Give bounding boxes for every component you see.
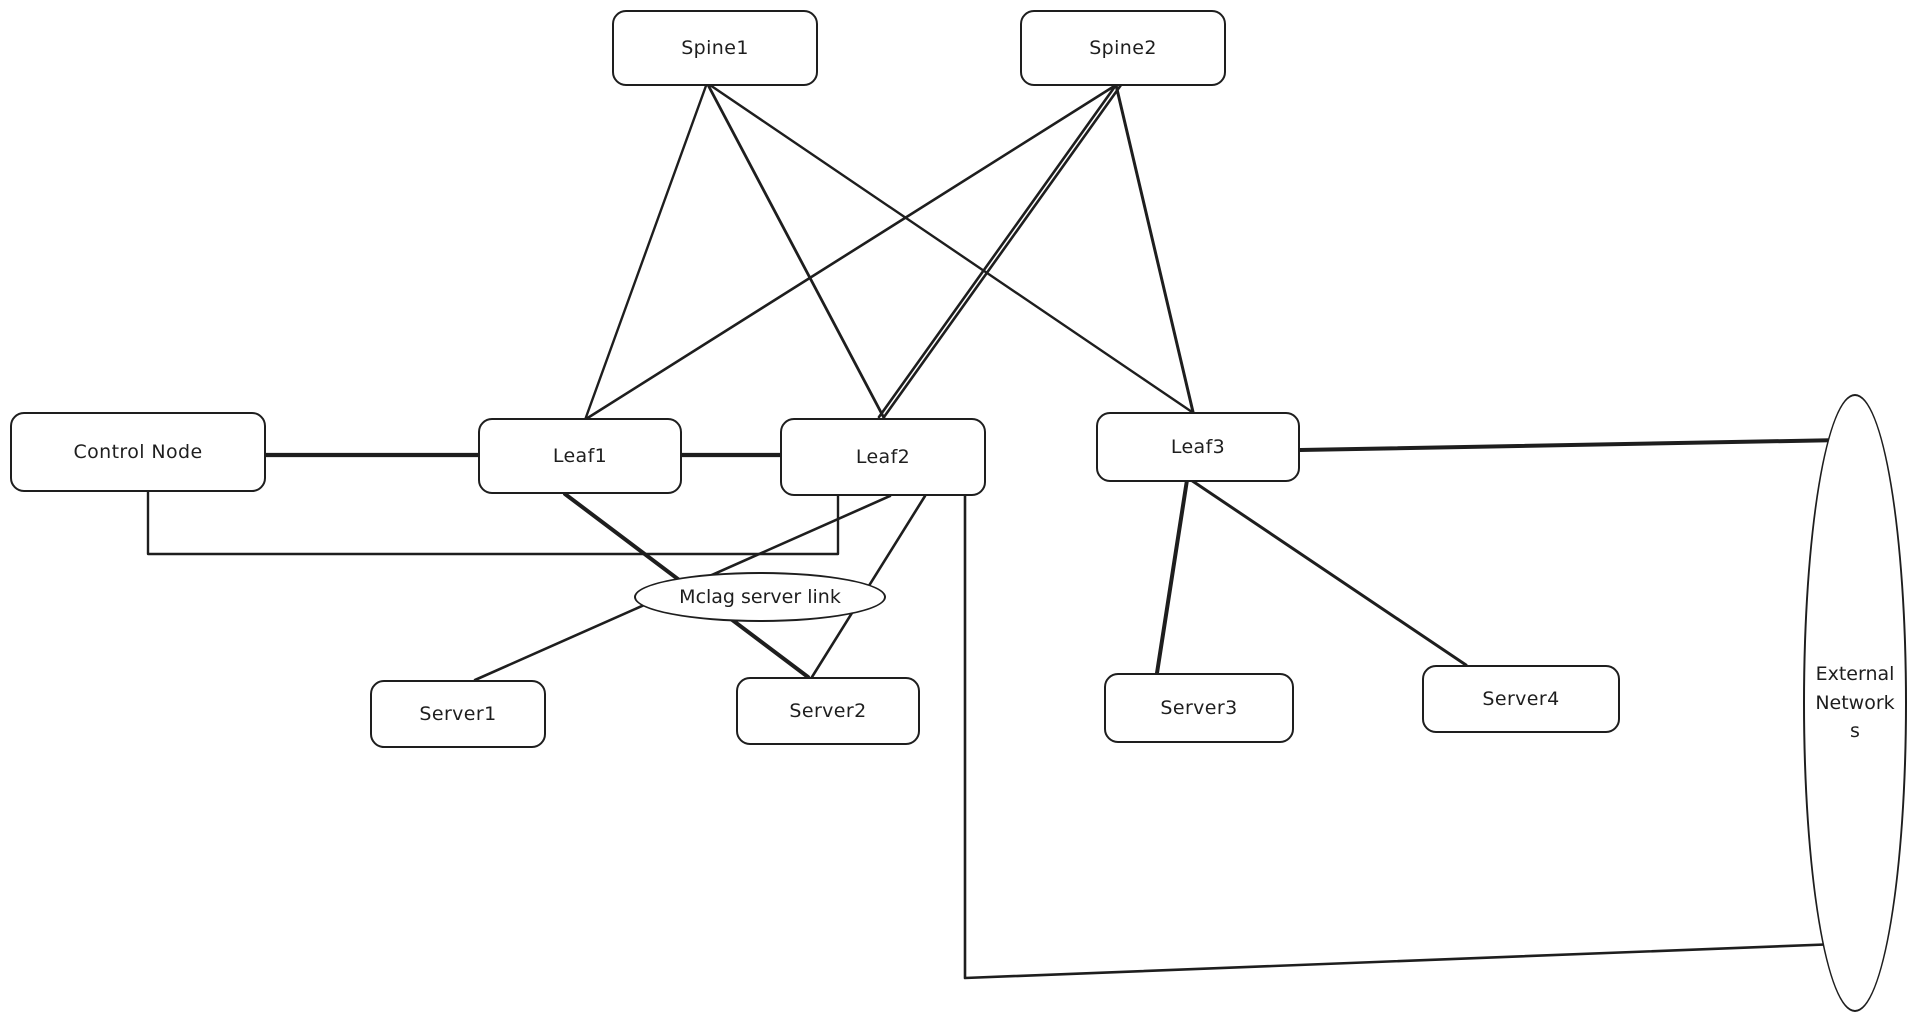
node-control-node[interactable]: Control Node xyxy=(10,412,266,492)
link-spine2-leaf2-a xyxy=(877,83,1118,419)
link-spine2-leaf1 xyxy=(584,83,1118,421)
node-server1[interactable]: Server1 xyxy=(370,680,546,748)
node-leaf3[interactable]: Leaf3 xyxy=(1096,412,1300,482)
node-external-networks[interactable]: External Networks xyxy=(1803,394,1907,1012)
link-spine2-leaf2-b xyxy=(882,83,1123,419)
node-server3[interactable]: Server3 xyxy=(1104,673,1294,743)
link-leaf3-server4 xyxy=(1186,476,1468,667)
node-leaf2[interactable]: Leaf2 xyxy=(780,418,986,496)
node-spine2[interactable]: Spine2 xyxy=(1020,10,1226,86)
node-server2-label: Server2 xyxy=(789,699,867,722)
label-mclag-server-link-text: Mclag server link xyxy=(679,586,841,608)
node-leaf1[interactable]: Leaf1 xyxy=(478,418,682,494)
node-leaf1-label: Leaf1 xyxy=(552,444,608,467)
node-external-networks-label: External Networks xyxy=(1815,663,1895,743)
link-spine2-leaf3 xyxy=(1114,83,1195,414)
link-spine1-leaf3 xyxy=(705,81,1194,414)
node-server1-label: Server1 xyxy=(419,702,497,725)
node-spine1-label: Spine1 xyxy=(681,36,749,59)
node-leaf3-label: Leaf3 xyxy=(1170,435,1226,458)
link-leaf3-external-networks xyxy=(1298,438,1845,452)
node-control-node-label: Control Node xyxy=(73,440,203,463)
node-server4-label: Server4 xyxy=(1482,687,1560,710)
link-spine1-leaf1 xyxy=(583,81,709,422)
link-leaf3-server3 xyxy=(1155,478,1189,675)
node-spine2-label: Spine2 xyxy=(1089,36,1157,59)
node-server4[interactable]: Server4 xyxy=(1422,665,1620,733)
node-spine1[interactable]: Spine1 xyxy=(612,10,818,86)
link-leaf2-external-networks xyxy=(963,494,1840,980)
node-server2[interactable]: Server2 xyxy=(736,677,920,745)
node-leaf2-label: Leaf2 xyxy=(855,445,911,468)
link-controlnode-leaf2 xyxy=(146,490,840,556)
link-spine1-leaf2 xyxy=(705,81,886,420)
node-server3-label: Server3 xyxy=(1160,696,1238,719)
label-mclag-server-link[interactable]: Mclag server link xyxy=(634,572,886,622)
